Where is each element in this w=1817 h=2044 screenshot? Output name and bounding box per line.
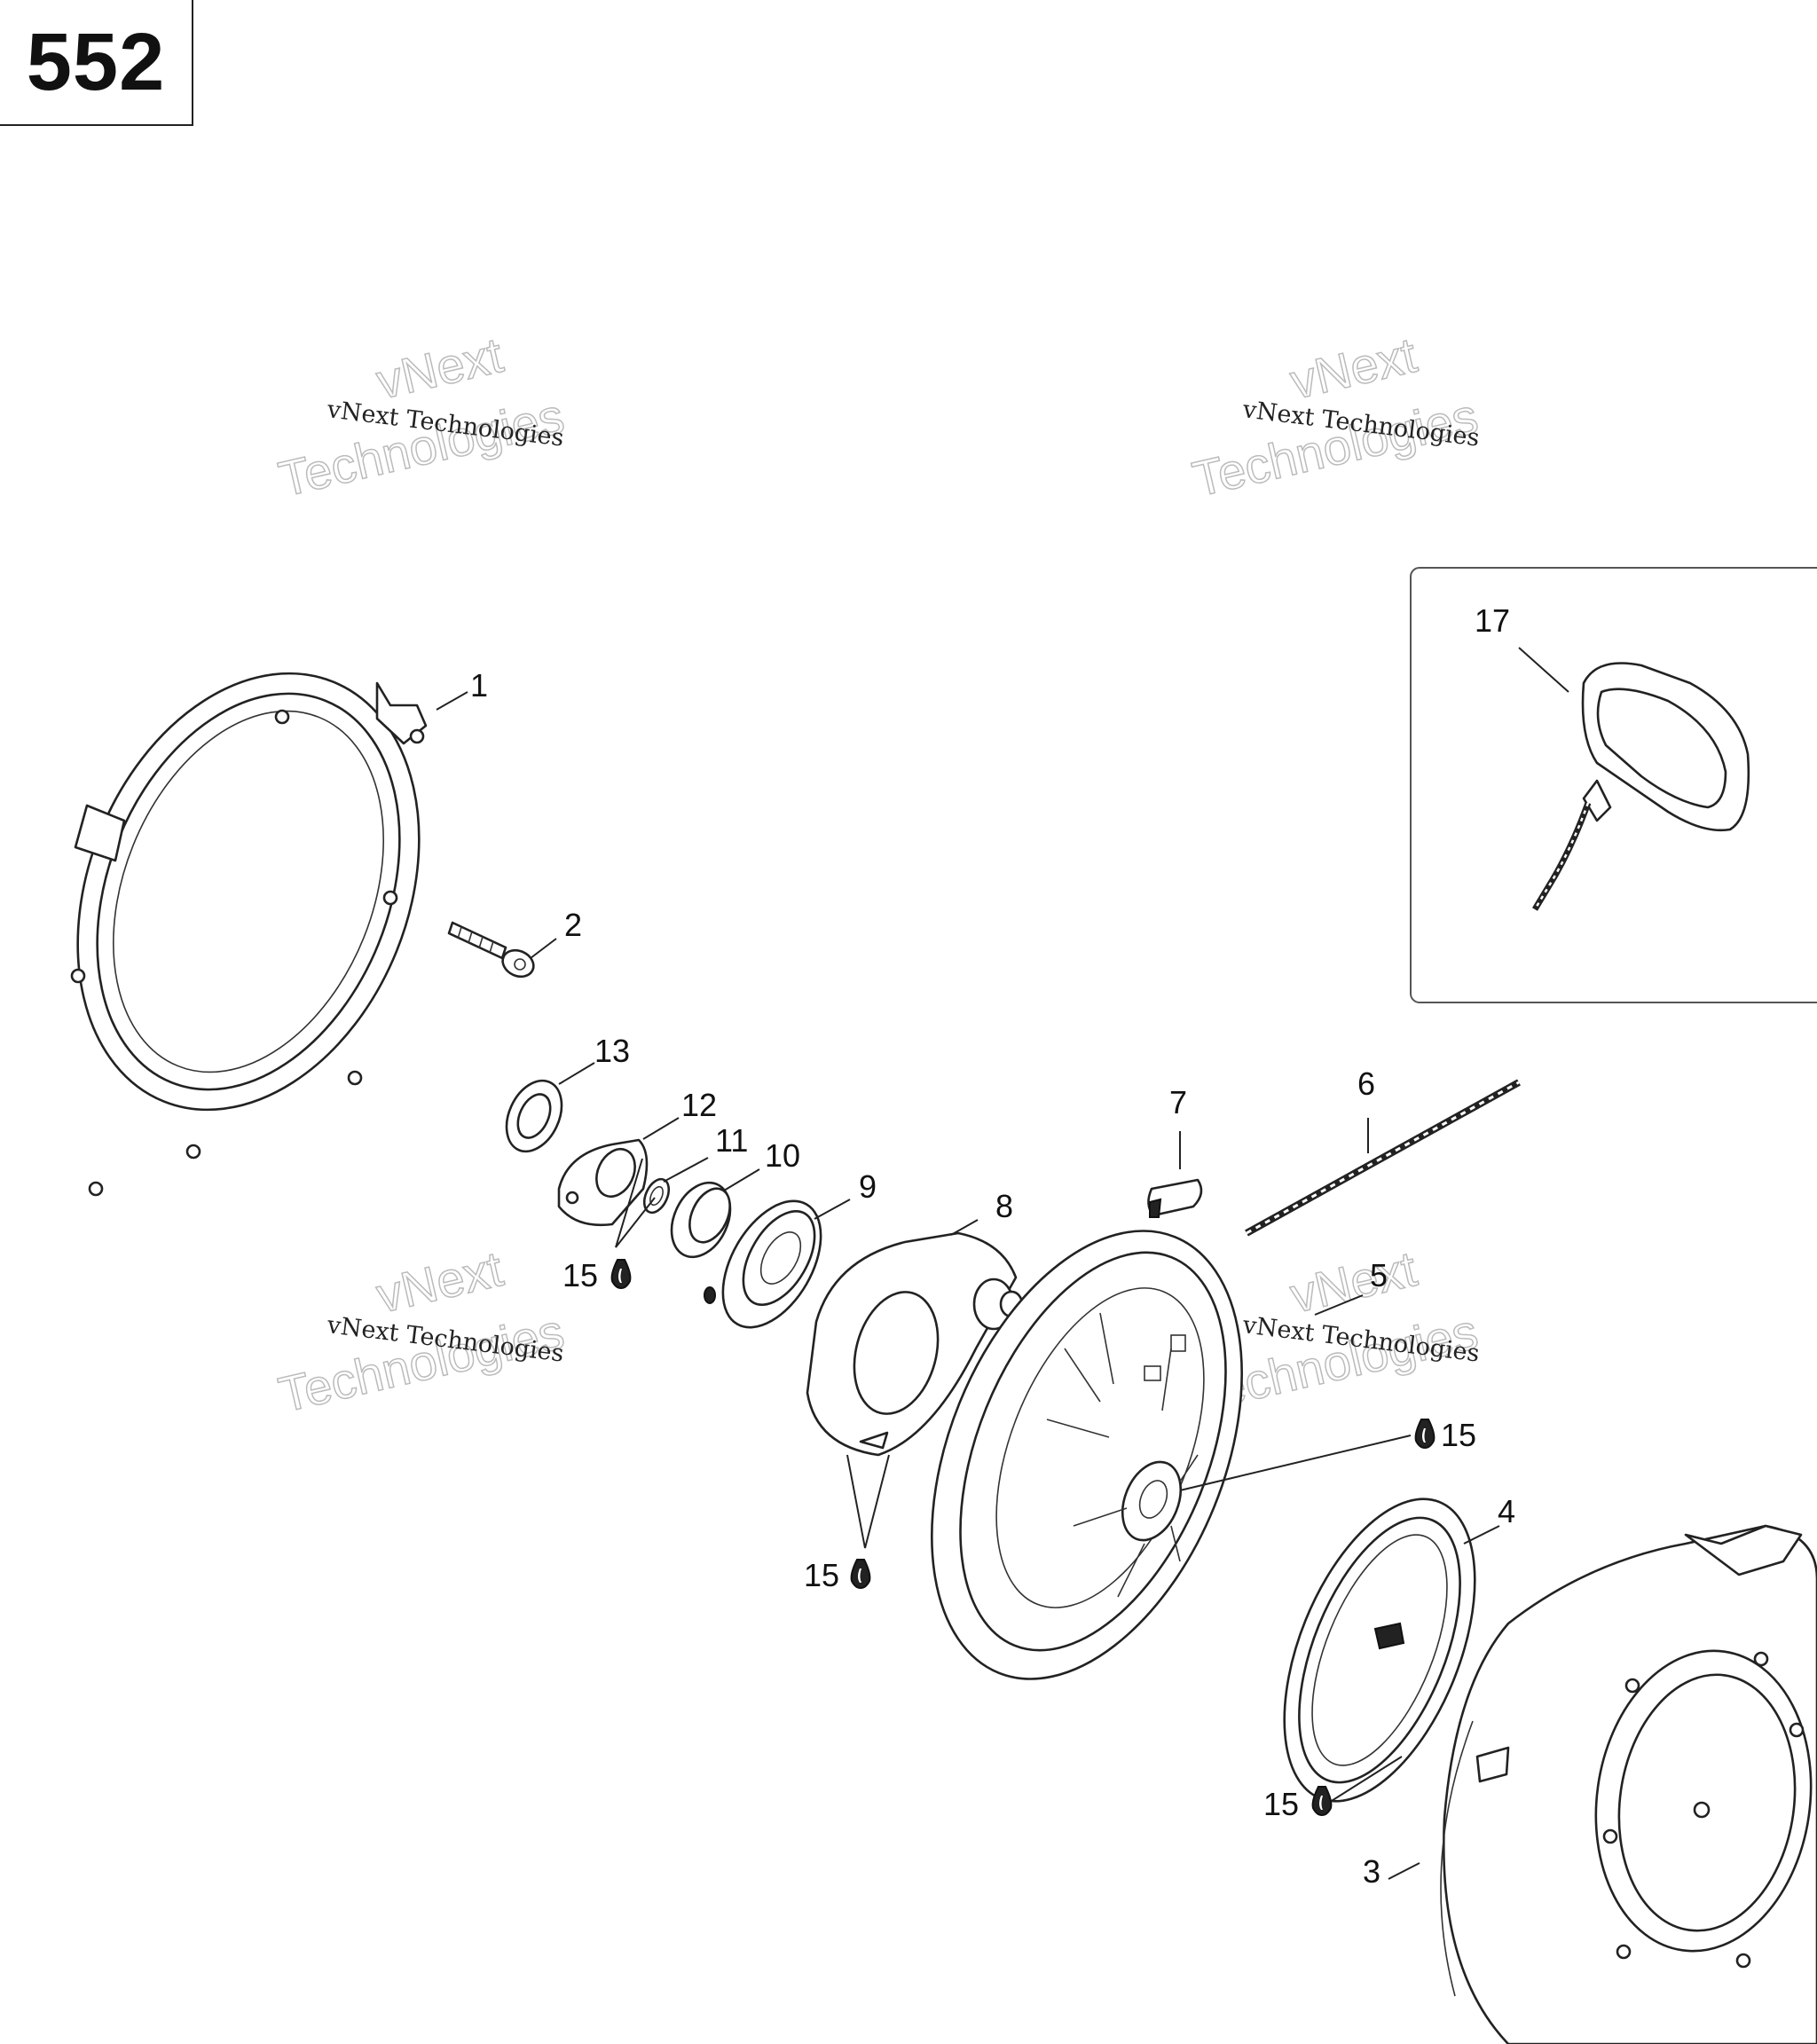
callout-13: 13 [594,1033,630,1069]
part-4-spring [1283,1498,1476,1803]
callout-7: 7 [1169,1084,1187,1120]
watermark-top-left: vNext Technologies vNext Technologies [273,326,570,507]
oil-drop-icon [610,1259,632,1290]
watermark-mid-left: vNext Technologies vNext Technologies [273,1239,570,1423]
callout-12: 12 [681,1087,717,1123]
callout-11: 11 [715,1122,748,1159]
leader-lines [436,647,1569,1880]
part-8-cam [806,1231,1024,1457]
callout-15-a: 15 [562,1257,598,1293]
part-2-screw [447,921,535,979]
callouts: 1 2 13 12 11 10 9 8 7 6 5 4 3 17 15 15 1… [470,602,1515,1890]
oil-drop-icon [850,1559,871,1590]
part-17-handle [1531,662,1750,911]
page-number: 552 [26,16,166,107]
part-3-housing [1440,1524,1817,2044]
callout-9: 9 [859,1168,877,1205]
oil-drop-icons [610,1259,1436,1817]
part-1-gasket-ring [70,672,428,1197]
callout-15-c: 15 [1441,1417,1476,1453]
part-13-retainer [505,1079,563,1153]
part-10-bushing [670,1181,732,1259]
part-9-pawl-plate [704,1199,822,1329]
watermark-big-line-1: vNext [372,1240,508,1324]
callout-15-d: 15 [1263,1786,1299,1822]
oil-drop-icon [1311,1786,1333,1817]
watermark-big-line-1: vNext [1286,1240,1422,1324]
inset-frame [1410,567,1817,1003]
part-7-pawl [1147,1178,1203,1218]
page-number-box: 552 [0,0,193,126]
callout-3: 3 [1363,1853,1380,1890]
callout-1: 1 [470,667,488,704]
part-5-pulley [931,1230,1243,1680]
callout-8: 8 [995,1188,1013,1224]
callout-6: 6 [1357,1065,1375,1102]
oil-drop-icon [1414,1419,1436,1450]
watermark-big-line-2: Technologies [1188,388,1483,507]
callout-10: 10 [765,1137,800,1174]
callout-4: 4 [1498,1493,1515,1529]
watermark-top-right: vNext Technologies vNext Technologies [1187,326,1483,507]
callout-15-b: 15 [804,1557,839,1593]
callout-17: 17 [1475,602,1510,639]
callout-2: 2 [564,907,582,943]
watermark-big-line-1: vNext [372,326,508,410]
callout-5: 5 [1370,1257,1388,1293]
part-12-plate [557,1138,649,1227]
watermark-big-line-1: vNext [1286,326,1422,410]
part-6-rope [1245,1079,1521,1237]
